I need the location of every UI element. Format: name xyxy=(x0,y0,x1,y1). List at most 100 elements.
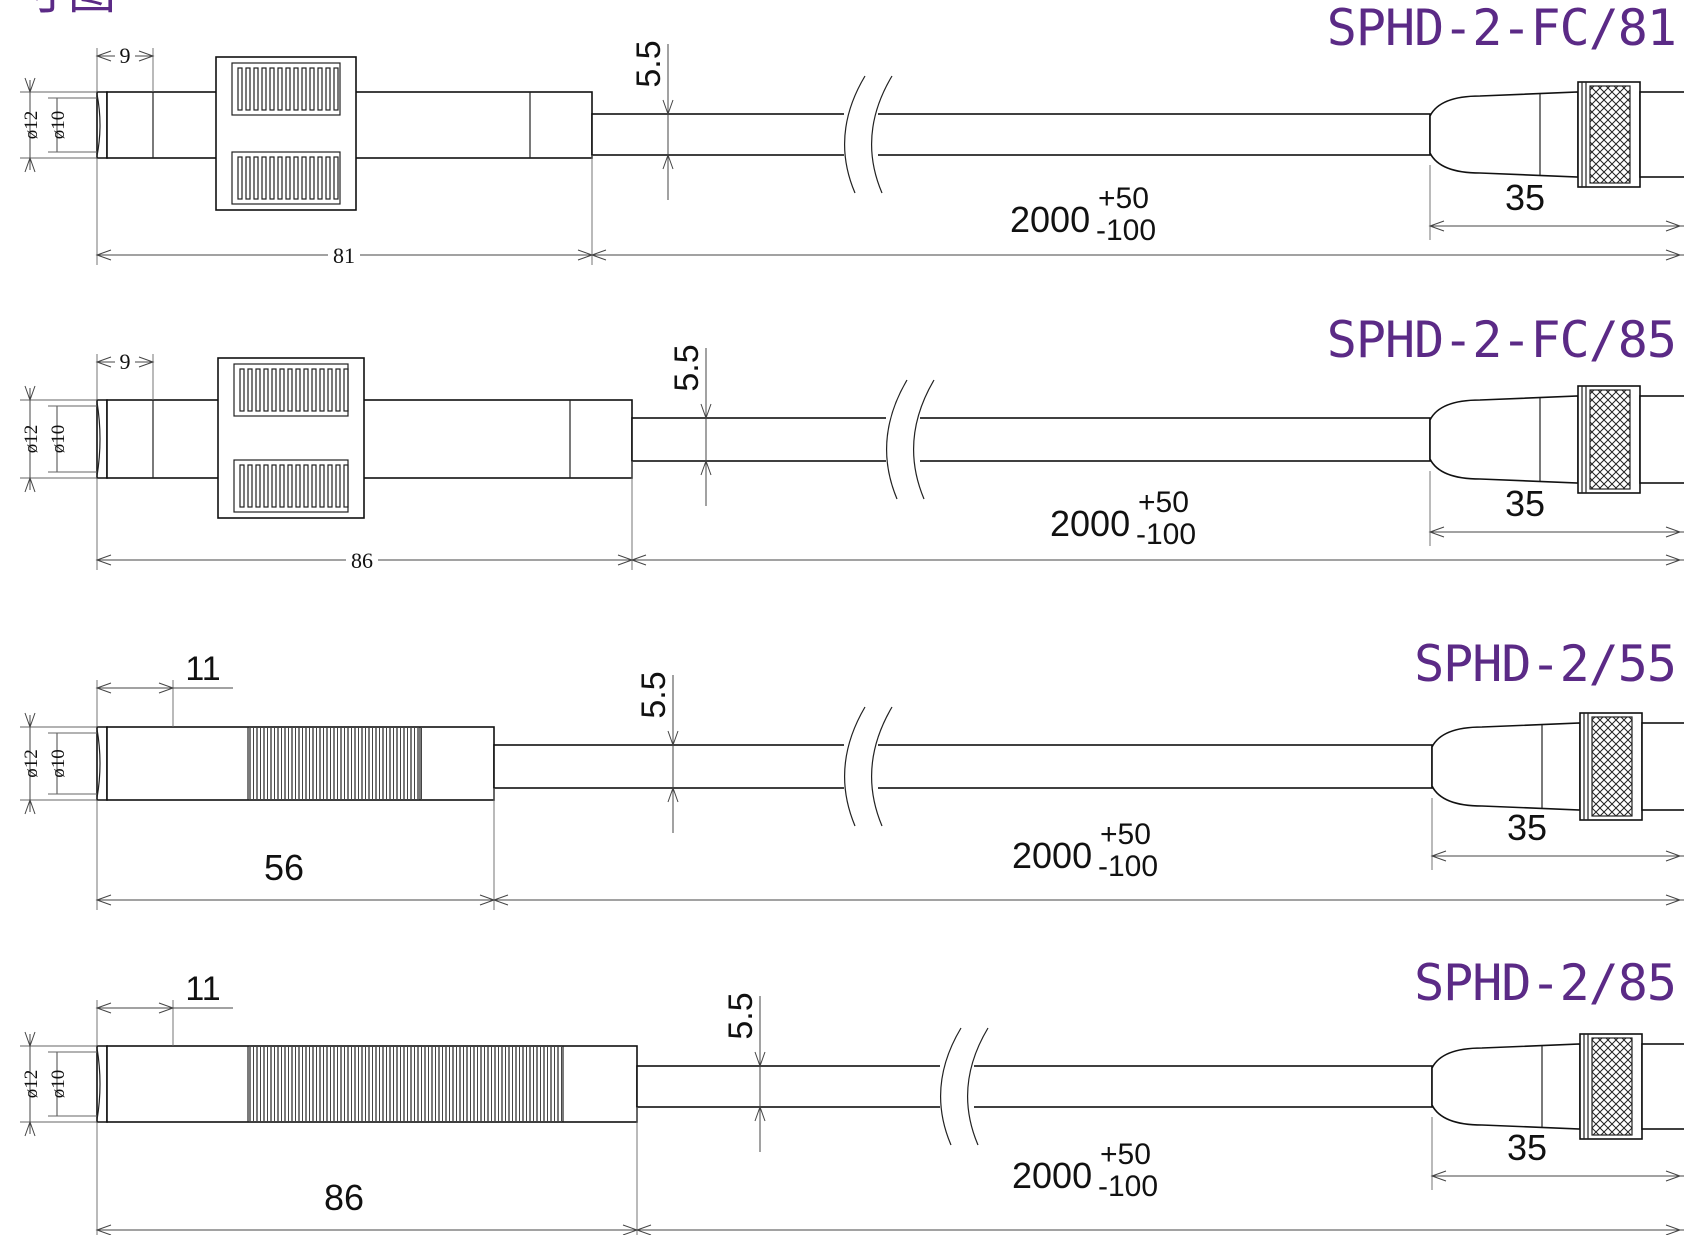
vent-slot xyxy=(271,464,277,508)
body-length-label: 81 xyxy=(333,243,355,268)
break-curve xyxy=(939,1027,962,1146)
tip-length-dimension: 9 xyxy=(95,349,155,400)
cable-diameter-dimension: 5.5 xyxy=(668,344,712,506)
vent-slot xyxy=(239,464,245,508)
vent-slot xyxy=(285,156,291,200)
arrowhead xyxy=(1665,554,1682,566)
cable-length-dimension: 2000+50-100 xyxy=(635,1138,1684,1235)
tolerance-minus-label: -100 xyxy=(1096,214,1156,247)
cable-length-dimension: 2000+50-100 xyxy=(492,818,1684,906)
model-label: SPHD-2-FC/81 xyxy=(1327,0,1676,57)
connector xyxy=(1429,385,1684,494)
vent-slot xyxy=(311,368,317,412)
break-curve xyxy=(870,706,893,827)
tip-length-label: 11 xyxy=(185,650,220,688)
knurled-nut xyxy=(1591,716,1633,817)
arrowhead xyxy=(24,798,36,815)
arrowhead xyxy=(24,476,36,493)
vent-slot xyxy=(319,368,325,412)
tip-length-label: 9 xyxy=(120,349,131,374)
vent-slot xyxy=(333,67,339,111)
tip-chamfer xyxy=(96,1047,101,1121)
arrowhead xyxy=(95,356,112,368)
arrowhead xyxy=(590,249,607,261)
tolerance-plus-label: +50 xyxy=(1100,818,1151,851)
model-label: SPHD-2/85 xyxy=(1414,954,1676,1012)
tip-length-label: 11 xyxy=(185,970,220,1008)
arrowhead xyxy=(754,1105,766,1122)
vent-frame xyxy=(231,151,341,205)
arrowhead xyxy=(138,356,155,368)
vent-slot xyxy=(295,464,301,508)
arrowhead xyxy=(1665,1170,1682,1182)
vent-slot xyxy=(303,464,309,508)
body-length-label: 86 xyxy=(351,548,373,573)
vent-slot xyxy=(309,67,315,111)
connector xyxy=(1431,712,1684,821)
body-length-label: 86 xyxy=(324,1177,364,1218)
cable-length-dimension: 2000+50-100 xyxy=(590,182,1684,261)
arrowhead xyxy=(24,1031,36,1048)
arrowhead xyxy=(1665,220,1682,232)
connector xyxy=(1429,81,1684,188)
arrowhead xyxy=(667,730,679,747)
tolerance-minus-label: -100 xyxy=(1098,850,1158,883)
cable xyxy=(636,1065,1433,1108)
cable-diameter-label: 5.5 xyxy=(668,344,706,391)
model-label: SPHD-2-FC/85 xyxy=(1327,311,1676,369)
arrowhead xyxy=(754,1051,766,1068)
arrowhead xyxy=(1665,1224,1682,1235)
connector-length-label: 35 xyxy=(1507,1127,1547,1168)
vent-slot xyxy=(237,67,243,111)
cable-break-mark xyxy=(843,706,893,827)
arrowhead xyxy=(1428,526,1445,538)
cable-length-label: 2000 xyxy=(1010,199,1090,240)
connector-length-dimension: 35 xyxy=(1428,165,1684,240)
vent-slot xyxy=(277,156,283,200)
model-label: SPHD-2/55 xyxy=(1414,635,1676,693)
cable-break-mark xyxy=(939,1027,989,1146)
tolerance-plus-label: +50 xyxy=(1138,486,1189,519)
tip-chamfer xyxy=(96,728,101,799)
arrowhead xyxy=(24,156,36,173)
arrowhead xyxy=(95,682,112,694)
tip-length-dimension: 9 xyxy=(95,43,155,92)
inner-diameter-label: ø10 xyxy=(48,1070,69,1099)
arrowhead xyxy=(1430,850,1447,862)
arrowhead xyxy=(24,712,36,729)
label-backdrop xyxy=(328,243,360,265)
cable-length-label: 2000 xyxy=(1050,503,1130,544)
break-curve xyxy=(870,75,893,194)
connector-boot xyxy=(1429,395,1579,484)
arrowhead xyxy=(24,1120,36,1137)
vent-slot xyxy=(271,368,277,412)
break-curve xyxy=(843,706,866,827)
vent-slot xyxy=(295,368,301,412)
tolerance-minus-label: -100 xyxy=(1136,518,1196,551)
vent-slot xyxy=(301,67,307,111)
vent-slot xyxy=(319,464,325,508)
ribbed-grip xyxy=(249,1047,562,1121)
vent-slot xyxy=(239,368,245,412)
vent-slot xyxy=(245,156,251,200)
cable xyxy=(631,417,1431,462)
arrowhead xyxy=(667,786,679,803)
arrowhead xyxy=(95,50,112,62)
tolerance-plus-label: +50 xyxy=(1100,1138,1151,1171)
vent-slot xyxy=(293,67,299,111)
cable xyxy=(493,744,1433,789)
tip-length-dimension: 11 xyxy=(95,970,233,1046)
arrowhead xyxy=(95,249,112,261)
cable-diameter-label: 5.5 xyxy=(722,992,760,1039)
vent-slot xyxy=(237,156,243,200)
arrowhead xyxy=(158,1002,175,1014)
tip-length-dimension: 11 xyxy=(95,650,233,727)
vent-slot xyxy=(253,67,259,111)
cable-diameter-dimension: 5.5 xyxy=(630,40,674,200)
outer-diameter-label: ø12 xyxy=(21,1070,42,1099)
body-length-label: 56 xyxy=(264,847,304,888)
